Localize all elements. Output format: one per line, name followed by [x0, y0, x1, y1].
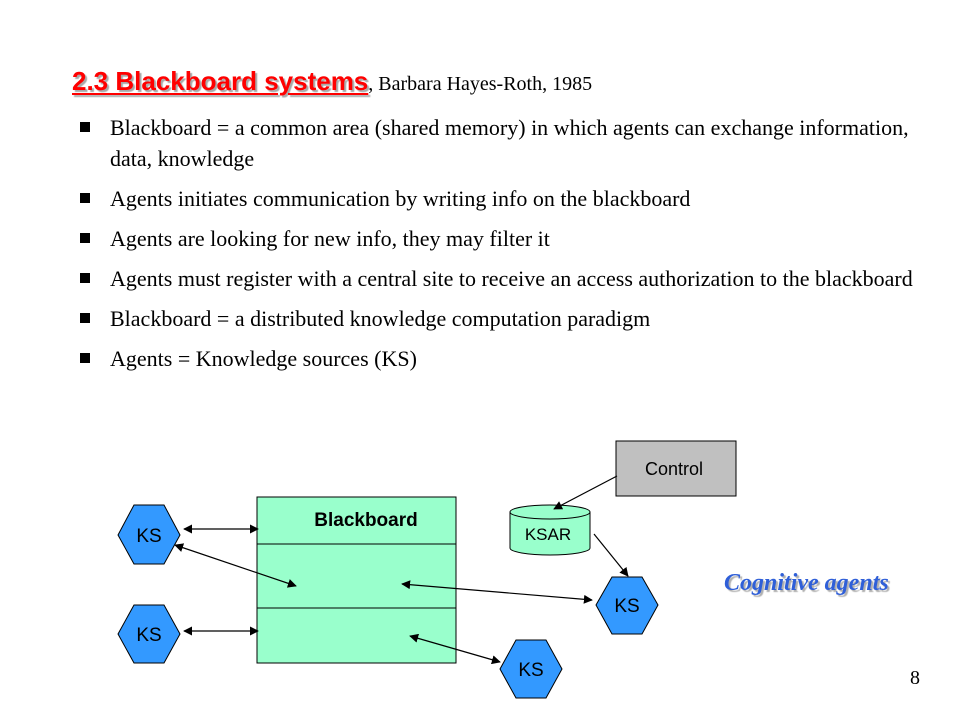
- control-rect: [615, 440, 737, 497]
- blackboard-label: Blackboard: [314, 510, 417, 531]
- bullet-list: Blackboard = a common area (shared memor…: [76, 112, 936, 383]
- ks-node: KS: [595, 576, 659, 635]
- square-bullet-icon: [80, 313, 90, 323]
- square-bullet-icon: [80, 273, 90, 283]
- arrow-ks-blackboard: [401, 580, 593, 604]
- ks-label: KS: [614, 596, 639, 617]
- bullet-text: Agents must register with a central site…: [110, 266, 913, 291]
- bullet-item: Blackboard = a common area (shared memor…: [76, 112, 936, 174]
- ks-label: KS: [136, 625, 161, 646]
- control-label: Control: [645, 459, 703, 479]
- bullet-text: Blackboard = a common area (shared memor…: [110, 115, 909, 171]
- control-box: Control: [615, 440, 737, 497]
- slide-title: 2.3 Blackboard systems, Barbara Hayes-Ro…: [72, 66, 592, 97]
- ksar-cylinder: KSAR: [509, 504, 591, 556]
- ks-node: KS: [117, 504, 181, 565]
- square-bullet-icon: [80, 122, 90, 132]
- ks-label: KS: [136, 526, 161, 547]
- title-main: 2.3 Blackboard systems: [72, 66, 369, 96]
- bullet-text: Agents are looking for new info, they ma…: [110, 226, 550, 251]
- bullet-item: Agents must register with a central site…: [76, 263, 936, 294]
- blackboard-box: Blackboard: [256, 496, 457, 664]
- bullet-text: Agents = Knowledge sources (KS): [110, 346, 417, 371]
- cognitive-agents-caption: Cognitive agents: [724, 570, 889, 596]
- bullet-item: Agents are looking for new info, they ma…: [76, 223, 936, 254]
- ks-label: KS: [518, 660, 543, 681]
- ksar-label: KSAR: [525, 525, 571, 544]
- bullet-item: Blackboard = a distributed knowledge com…: [76, 303, 936, 334]
- page-number: 8: [910, 667, 920, 689]
- arrow-ksar-ks: [593, 533, 629, 577]
- square-bullet-icon: [80, 353, 90, 363]
- bullet-item: Agents = Knowledge sources (KS): [76, 343, 936, 374]
- square-bullet-icon: [80, 233, 90, 243]
- square-bullet-icon: [80, 193, 90, 203]
- bullet-text: Agents initiates communication by writin…: [110, 186, 691, 211]
- arrow-ks-blackboard: [409, 633, 501, 665]
- arrow-control-ksar: [553, 475, 618, 510]
- ks-node: KS: [117, 604, 181, 664]
- title-subtitle: , Barbara Hayes-Roth, 1985: [368, 73, 593, 95]
- bullet-item: Agents initiates communication by writin…: [76, 183, 936, 214]
- arrow-ks-blackboard: [174, 543, 297, 588]
- bullet-text: Blackboard = a distributed knowledge com…: [110, 306, 651, 331]
- ks-node: KS: [499, 639, 563, 699]
